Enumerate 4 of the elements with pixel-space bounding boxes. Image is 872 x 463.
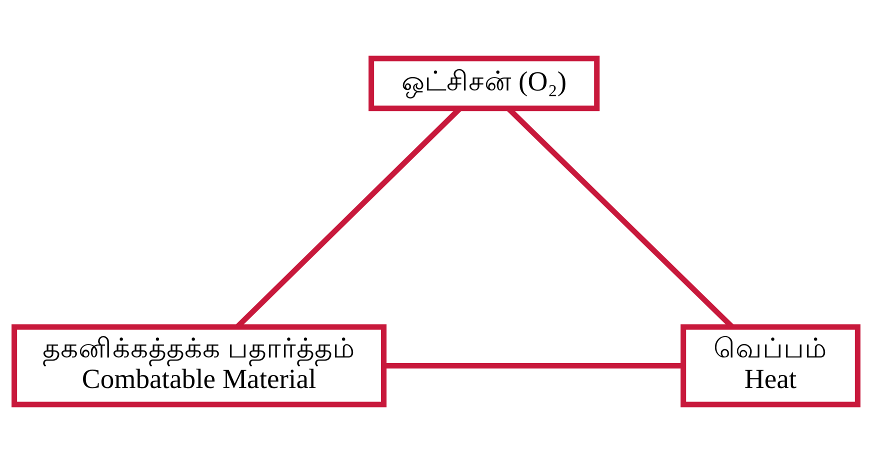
node-box: வெப்பம் Heat bbox=[680, 324, 860, 408]
node-box: ஒட்சிசன் (O₂) bbox=[368, 56, 600, 112]
node-box: தகனிக்கத்தக்க பதார்த்தம் Combatable Material bbox=[12, 324, 387, 408]
connector bbox=[384, 362, 684, 368]
